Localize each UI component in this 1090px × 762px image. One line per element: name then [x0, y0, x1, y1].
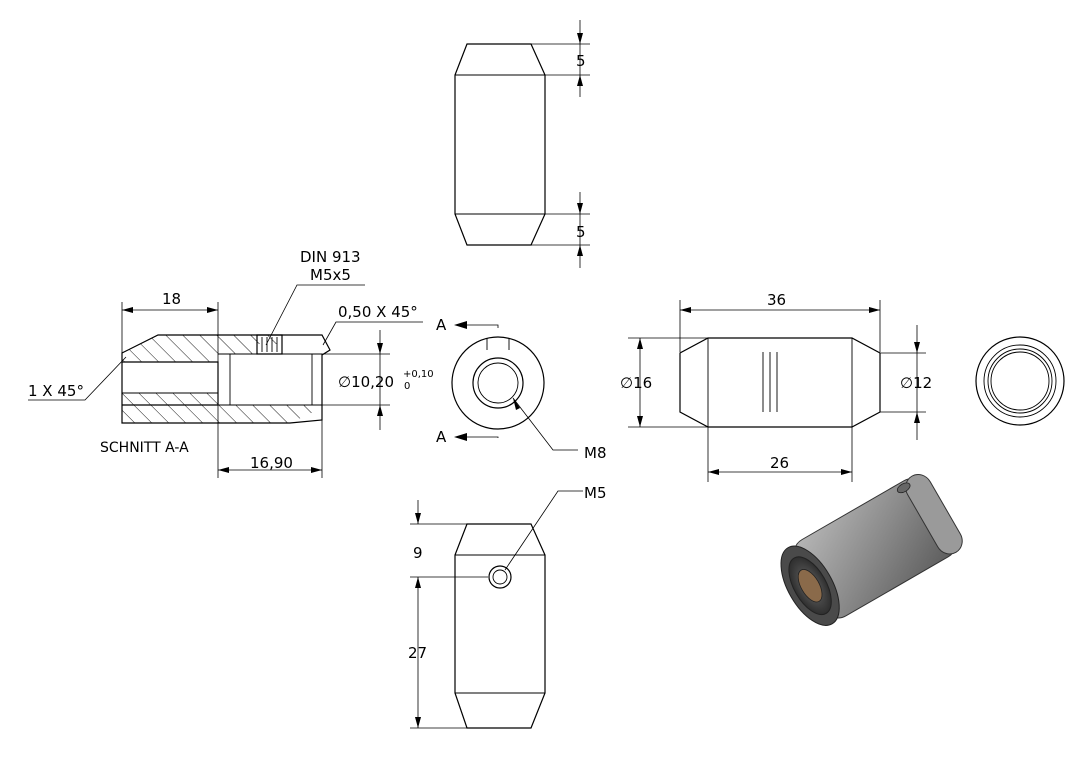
dim-5-bottom: 5 [576, 223, 586, 241]
section-view [28, 284, 423, 478]
din-size-label: M5x5 [310, 266, 351, 284]
diameter-1020-label: ∅10,20 [338, 373, 394, 391]
diameter-16-label: ∅16 [620, 374, 652, 392]
cut-label-a-bottom: A [436, 428, 447, 446]
thread-m5-label: M5 [584, 484, 607, 502]
dim-27: 27 [408, 644, 427, 662]
din-norm-label: DIN 913 [300, 248, 361, 266]
dim-36: 36 [767, 291, 786, 309]
dim-5-top: 5 [576, 52, 586, 70]
top-view [454, 20, 590, 268]
dim-18: 18 [162, 290, 181, 308]
bottom-view [410, 490, 583, 729]
diameter-12-label: ∅12 [900, 374, 932, 392]
cut-label-a-top: A [436, 316, 447, 334]
tolerance-lower: 0 [404, 381, 410, 392]
chamfer-050-label: 0,50 X 45° [338, 303, 418, 321]
tolerance-upper: +0,10 [403, 369, 434, 380]
dim-9: 9 [413, 544, 423, 562]
side-view [628, 300, 926, 482]
section-title: SCHNITT A-A [100, 440, 189, 456]
end-view-center [451, 321, 578, 451]
isometric-3d-view [780, 473, 963, 626]
dim-1690: 16,90 [250, 454, 293, 472]
thread-m8-label: M8 [584, 444, 607, 462]
chamfer-1x45-label: 1 X 45° [28, 382, 84, 400]
dim-26: 26 [770, 454, 789, 472]
end-view-right [975, 336, 1065, 426]
